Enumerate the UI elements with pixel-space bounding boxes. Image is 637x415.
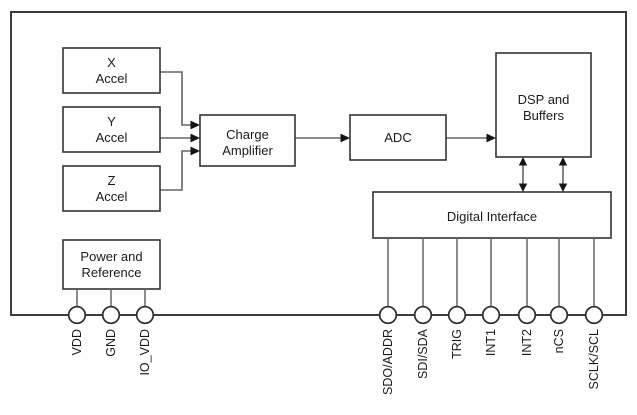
pin-sdo-addr-pad [378, 305, 398, 325]
pin-ncs-pad [549, 305, 569, 325]
block-adc: ADC [349, 114, 447, 161]
arrowhead-y-into-charge-amplifier [190, 133, 200, 143]
block-x-accel-label-line1: X [107, 55, 116, 70]
block-dsp-buffers-box [495, 52, 592, 158]
chip-outline [10, 11, 627, 316]
pin-vdd-label: VDD [70, 329, 84, 355]
arrowhead-into-adc [340, 133, 350, 143]
block-x-accel-label-line2: Accel [96, 71, 128, 86]
block-x-accel: X Accel [62, 47, 161, 94]
pin-ncs: nCS [549, 238, 569, 353]
pin-sclk-scl-pad [584, 305, 604, 325]
pin-trig-pad [447, 305, 467, 325]
block-charge-amplifier: Charge Amplifier [199, 114, 296, 167]
block-dsp-buffers-label-line1: DSP and [518, 92, 570, 107]
block-x-accel-box [62, 47, 161, 94]
block-power-reference-label-line2: Reference [82, 265, 142, 280]
block-charge-amplifier-label-line1: Charge [226, 127, 269, 142]
pin-sdi-sda-pad [413, 305, 433, 325]
arrowhead-down-di-1 [518, 183, 528, 192]
block-charge-amplifier-box [199, 114, 296, 167]
pin-sdo-addr-label: SDO/ADDR [381, 329, 395, 395]
block-adc-label: ADC [384, 130, 411, 145]
block-power-reference-box [62, 239, 161, 290]
pin-int2: INT2 [517, 238, 537, 356]
block-digital-interface-label: Digital Interface [447, 209, 537, 224]
block-digital-interface-box [372, 191, 612, 239]
pin-sdi-sda-label: SDI/SDA [416, 328, 430, 379]
pin-io-vdd: IO_VDD [135, 289, 155, 376]
pin-sdi-sda: SDI/SDA [413, 238, 433, 379]
block-y-accel-label-line1: Y [107, 114, 116, 129]
pin-io-vdd-pad [135, 305, 155, 325]
block-charge-amplifier-label-line2: Amplifier [222, 143, 273, 158]
pin-trig-label: TRIG [450, 329, 464, 359]
pin-int2-pad [517, 305, 537, 325]
arrowhead-down-di-2 [558, 183, 568, 192]
pin-int2-label: INT2 [520, 329, 534, 356]
pin-int1-label: INT1 [484, 329, 498, 356]
arrowhead-up-dsp-1 [518, 157, 528, 166]
block-y-accel: Y Accel [62, 106, 161, 153]
pin-vdd: VDD [67, 289, 87, 355]
pin-trig: TRIG [447, 238, 467, 359]
pin-sclk-scl: SCLK/SCL [584, 238, 604, 389]
block-y-accel-box [62, 106, 161, 153]
block-z-accel-label-line1: Z [108, 173, 116, 188]
block-y-accel-label-line2: Accel [96, 130, 128, 145]
block-digital-interface: Digital Interface [372, 191, 612, 239]
wire-x-accel-to-charge-amplifier [160, 71, 192, 126]
wire-z-accel-to-charge-amplifier [160, 150, 192, 191]
block-z-accel-box [62, 165, 161, 212]
pin-gnd: GND [101, 289, 121, 357]
pin-int1: INT1 [481, 238, 501, 356]
arrowhead-into-dsp [486, 133, 496, 143]
block-z-accel: Z Accel [62, 165, 161, 212]
pin-int1-pad [481, 305, 501, 325]
block-dsp-buffers-label-line2: Buffers [523, 108, 564, 123]
pin-gnd-label: GND [104, 329, 118, 357]
block-power-reference-label-line1: Power and [80, 249, 142, 264]
pin-gnd-pad [101, 305, 121, 325]
block-power-reference: Power and Reference [62, 239, 161, 290]
arrowhead-x-into-charge-amplifier [190, 120, 200, 130]
arrowhead-z-into-charge-amplifier [190, 146, 200, 156]
block-dsp-buffers: DSP and Buffers [495, 52, 592, 158]
block-z-accel-label-line2: Accel [96, 189, 128, 204]
arrowhead-up-dsp-2 [558, 157, 568, 166]
pin-sdo-addr: SDO/ADDR [378, 238, 398, 395]
pin-sclk-scl-label: SCLK/SCL [587, 329, 601, 389]
pin-io-vdd-label: IO_VDD [138, 329, 152, 376]
pin-ncs-label: nCS [552, 329, 566, 353]
pin-vdd-pad [67, 305, 87, 325]
block-adc-box [349, 114, 447, 161]
